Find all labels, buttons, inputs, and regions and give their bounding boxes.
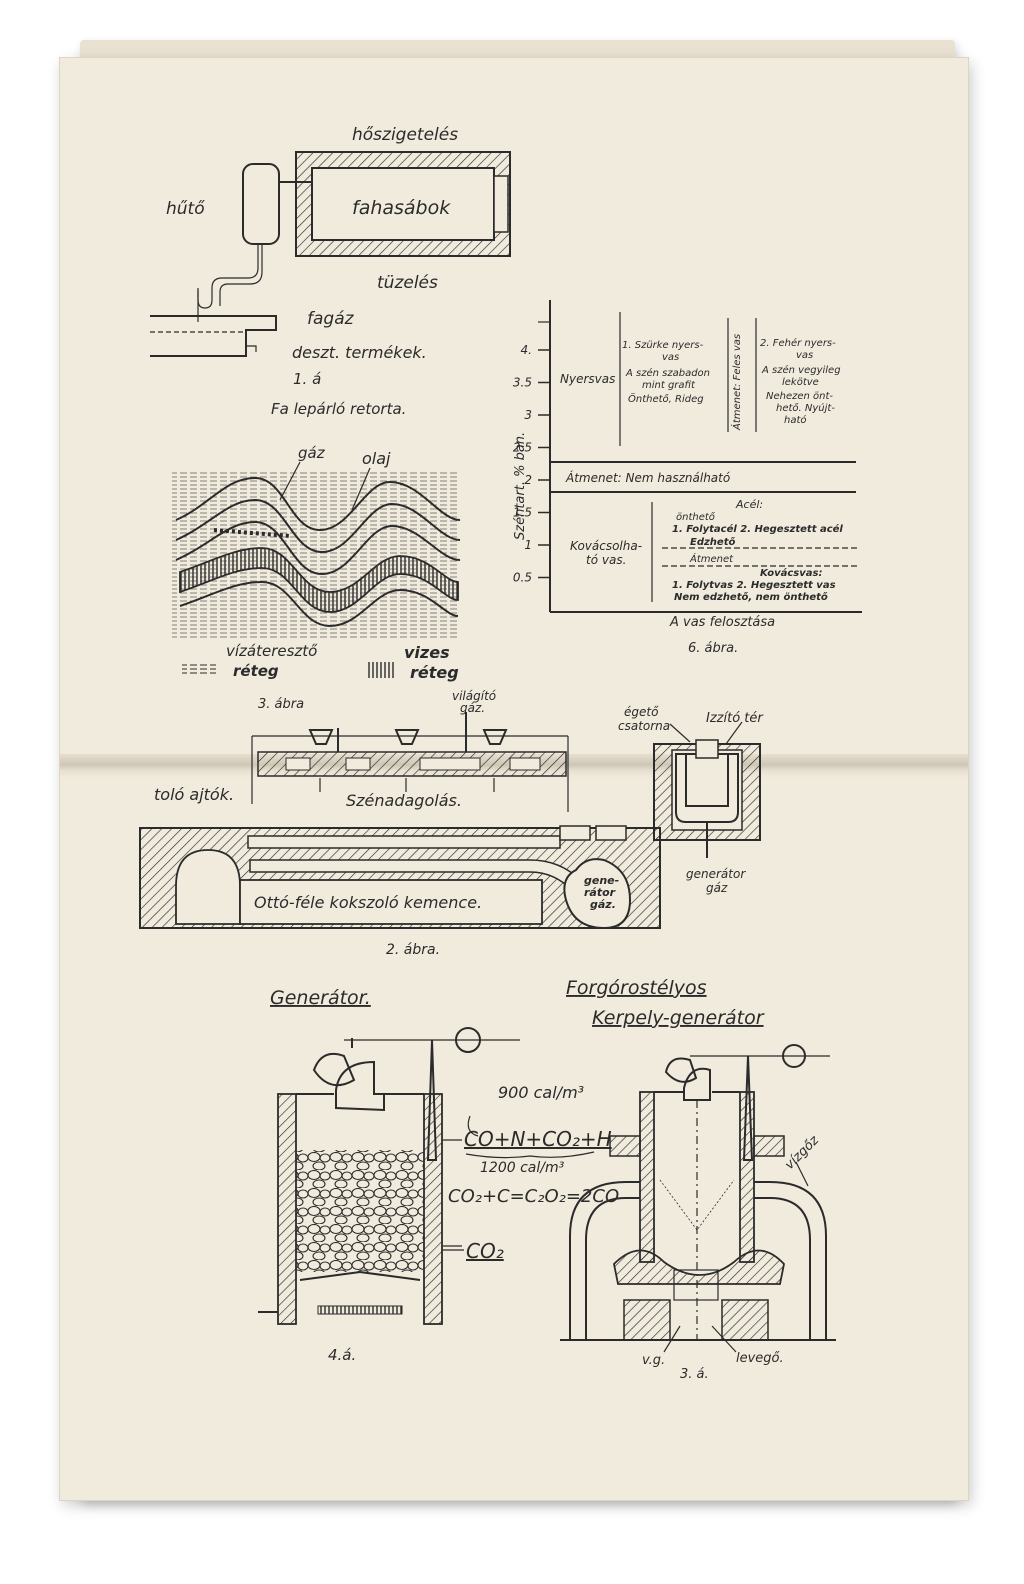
water-legend-swatch bbox=[366, 662, 394, 678]
reaction-formula: CO₂+C=C₂O₂=2CO bbox=[448, 1186, 619, 1207]
iron-types-label: 1. Folytvas 2. Hegesztett vas bbox=[672, 580, 836, 591]
lighting-gas-label-1: világító bbox=[452, 689, 496, 703]
white-pig-iron-label-2: vas bbox=[796, 350, 813, 361]
steel-types-label: 1. Folytacél 2. Hegesztett acél bbox=[672, 523, 843, 535]
annealing-space-label: Izzító tér bbox=[706, 711, 764, 726]
castable-label: önthető bbox=[676, 511, 716, 523]
kerpely-title-1: Forgórostélyos bbox=[566, 977, 707, 999]
figure-2-number: 2. ábra. bbox=[386, 942, 440, 958]
air-label: levegő. bbox=[736, 1351, 784, 1366]
grey-desc-3: Önthető, Rideg bbox=[628, 392, 704, 405]
pig-iron-label: Nyersvas bbox=[560, 372, 615, 386]
white-desc-5: ható bbox=[784, 414, 807, 426]
y-tick-label: 1 bbox=[524, 538, 532, 552]
hardenable-label: Edzhető bbox=[690, 536, 735, 548]
y-axis-ticks: 4. 3.5 3 2.5 2 1.5 1 0.5 bbox=[513, 343, 550, 585]
generator-gas-label-3: gáz. bbox=[590, 898, 616, 911]
calorific-1200-label: 1200 cal/m³ bbox=[480, 1160, 565, 1176]
figure-1-number: 1. á bbox=[293, 370, 321, 388]
generator-gas-label-1: gene- bbox=[584, 874, 619, 887]
cooler-label: hűtő bbox=[166, 199, 205, 219]
gas-label: gáz bbox=[298, 444, 326, 462]
collection-tank bbox=[150, 315, 277, 357]
generator-gas-formula: CO+N+CO₂+H bbox=[464, 1127, 612, 1151]
steel-label: Acél: bbox=[735, 498, 763, 511]
wrought-iron-label-2: tó vas. bbox=[586, 553, 626, 567]
figure-6-iron-classification: 4. 3.5 3 2.5 2 1.5 1 0.5 Széntart. % ban. Nyers… bbox=[513, 300, 862, 656]
figure-2-coke-oven: toló ajtók. világító gáz. Szénadagolás. … bbox=[139, 689, 661, 958]
y-tick-label: 1.5 bbox=[513, 506, 532, 520]
figure-2-burner-detail: égető csatorna Izzító tér generátor gáz bbox=[618, 705, 764, 895]
oven-label: Ottó-féle kokszoló kemence. bbox=[254, 893, 482, 912]
distillates-label: deszt. termékek. bbox=[292, 343, 427, 362]
burner-channel-label-2: csatorna bbox=[618, 719, 670, 733]
permeable-label-1: vízáteresztő bbox=[226, 642, 318, 660]
burner-channel-label-1: égető bbox=[624, 705, 659, 719]
generator-gas-label-2: rátor bbox=[584, 886, 616, 899]
y-tick-label: 0.5 bbox=[513, 571, 532, 585]
generator-gas-out-label-1: generátor bbox=[686, 867, 746, 881]
white-desc-2: lekötve bbox=[782, 377, 819, 388]
grey-pig-iron-label: 1. Szürke nyers- bbox=[622, 340, 704, 351]
notebook-page bbox=[60, 58, 968, 1500]
co2-label: CO₂ bbox=[466, 1239, 504, 1263]
y-tick-label: 2.5 bbox=[513, 441, 532, 455]
figure-5-number: 3. á. bbox=[680, 1367, 709, 1382]
firing-label: tüzelés bbox=[377, 273, 438, 293]
white-desc-1: A szén vegyileg bbox=[761, 364, 841, 376]
water-label-2: réteg bbox=[410, 663, 459, 682]
grey-desc-1: A szén szabadon bbox=[625, 367, 710, 379]
cooler-vessel bbox=[242, 163, 280, 245]
generator-title: Generátor. bbox=[270, 987, 371, 1009]
figure-3-oil-strata: gáz olaj vízáteresztő réteg vizes réteg … bbox=[172, 444, 461, 712]
retort-chamber bbox=[311, 167, 495, 241]
wrought-iron-label-1: Kovácsolha- bbox=[570, 539, 642, 553]
insulation-label: hőszigetelés bbox=[352, 125, 458, 145]
figure-3-number: 3. ábra bbox=[258, 697, 304, 712]
figure-5-kerpely-generator: Forgórostélyos Kerpely-generátor vízgőz … bbox=[560, 977, 836, 1382]
push-doors-label: toló ajtók. bbox=[154, 785, 234, 804]
oil-label: olaj bbox=[362, 449, 391, 468]
transition-row-label: Átmenet: Nem használható bbox=[565, 470, 730, 485]
lighting-gas-label-2: gáz. bbox=[460, 701, 485, 715]
coal-feed-label: Szénadagolás. bbox=[346, 791, 462, 810]
white-pig-iron-label: 2. Fehér nyers- bbox=[760, 337, 836, 349]
y-tick-label: 3.5 bbox=[513, 376, 532, 390]
wrought-iron-heading: Kovácsvas: bbox=[760, 567, 822, 579]
wood-gas-label: fagáz bbox=[307, 309, 355, 329]
y-tick-label: 2 bbox=[524, 473, 532, 487]
iron-props-label: Nem edzhető, nem önthető bbox=[674, 591, 828, 603]
y-tick-label: 3 bbox=[524, 408, 532, 422]
figure-1-wood-retort: hőszigetelés hűtő fahasábok tüzelés fagá… bbox=[150, 125, 511, 418]
y-axis-label: Széntart. % ban. bbox=[513, 432, 528, 540]
figure-6-number: 6. ábra. bbox=[688, 641, 738, 656]
pressure-gauge-icon bbox=[455, 1027, 481, 1053]
white-desc-4: hető. Nyújt- bbox=[776, 402, 835, 414]
wood-blocks-label: fahasábok bbox=[352, 197, 451, 219]
figure-6-caption: A vas felosztása bbox=[669, 615, 775, 630]
calorific-900-label: 900 cal/m³ bbox=[498, 1083, 584, 1102]
generator-gas-out-label-2: gáz bbox=[706, 881, 728, 895]
figure-1-caption: Fa lepárló retorta. bbox=[271, 400, 406, 418]
permeable-legend-swatch bbox=[182, 662, 216, 676]
steam-label: vízgőz bbox=[782, 1132, 823, 1173]
kerpely-gauge-icon bbox=[782, 1044, 806, 1068]
coal-bed bbox=[296, 1150, 424, 1272]
vg-label: v.g. bbox=[642, 1353, 665, 1368]
grey-desc-2: mint grafit bbox=[642, 380, 696, 391]
kerpely-title-2: Kerpely-generátor bbox=[592, 1007, 765, 1029]
figure-4-generator: Generátor. 900 cal/m³ CO+N+CO₂+H 1200 ca… bbox=[258, 987, 619, 1364]
permeable-label-2: réteg bbox=[233, 662, 279, 680]
white-desc-3: Nehezen önt- bbox=[766, 391, 833, 402]
transition-inner-label: Átmenet bbox=[689, 552, 734, 565]
figure-4-number: 4.á. bbox=[328, 1346, 356, 1364]
y-tick-label: 4. bbox=[521, 343, 532, 357]
water-label-1: vizes bbox=[404, 643, 450, 662]
grey-pig-iron-label-2: vas bbox=[662, 352, 679, 363]
transition-vertical-label: Átmenet: Feles vas bbox=[730, 334, 743, 431]
